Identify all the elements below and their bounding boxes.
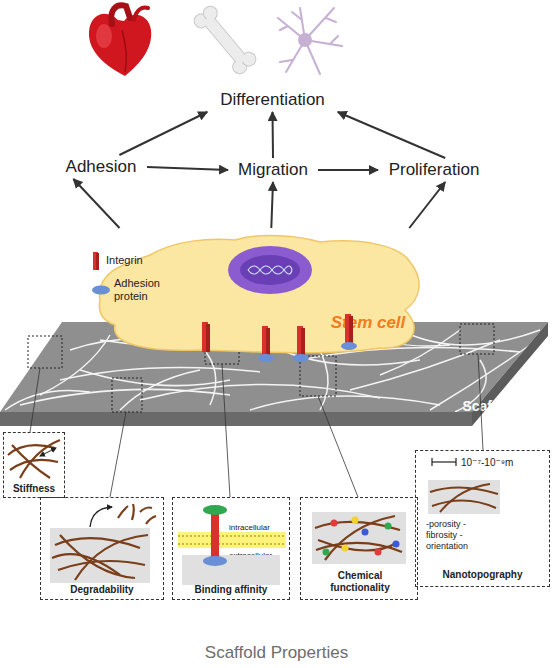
flow-arrow: [272, 112, 275, 158]
bone-icon: [191, 3, 258, 76]
node-label: Stiffness: [4, 483, 64, 495]
chemical-fibers: [315, 516, 402, 560]
functional-groups: [323, 517, 400, 556]
stiffness-fibers: [8, 440, 60, 478]
flow-arrow: [409, 182, 445, 228]
node-label: Scaffold: [445, 398, 535, 415]
process-box: Proliferation: [378, 158, 490, 182]
flow-arrow: [318, 169, 378, 171]
stage-box: Differentiation: [200, 88, 345, 112]
node-label: Nanotopography: [416, 569, 549, 581]
process-box: Adhesion: [55, 155, 147, 179]
node-label: Migration: [228, 158, 318, 182]
flow-arrow: [147, 167, 228, 170]
property-inset: Stiffness: [3, 432, 65, 498]
scale-bar: [432, 458, 456, 466]
node-label: -porosity -fibrosity -orientation: [426, 519, 488, 552]
figure-caption: Scaffold Properties: [0, 643, 553, 663]
node-label: extracellular: [229, 551, 289, 561]
chemical-substrate: [312, 512, 406, 564]
legend-integrin-sample: [93, 252, 99, 270]
neuron-icon: [278, 8, 342, 74]
degradability-substrate: [50, 528, 150, 583]
node-label: Chemical functionality: [315, 570, 405, 594]
node-label: intracellular: [229, 523, 289, 533]
property-inset: Chemical functionality: [300, 497, 418, 600]
node-label: Stem cell: [313, 313, 423, 333]
flow-arrow: [271, 182, 273, 228]
heart-icon: [89, 5, 151, 76]
property-inset: intracellular extracellularBinding affini…: [172, 497, 290, 600]
flow-arrow: [73, 179, 119, 228]
degradability-fibers: [52, 504, 156, 580]
flow-arrow: [338, 112, 445, 158]
nano-substrate: [428, 480, 500, 514]
nano-fibers: [430, 484, 498, 512]
flow-arrow: [119, 112, 207, 155]
legend-label: Integrin: [106, 254, 176, 267]
property-inset: Degradability: [40, 497, 164, 600]
node-label: Proliferation: [378, 158, 490, 182]
integrin-binding: [203, 505, 227, 566]
node-label: Binding affinity: [173, 584, 289, 596]
node-label: Adhesion: [55, 155, 147, 179]
legend-label: Adhesion protein: [114, 277, 166, 303]
node-label: 10⁻⁷-10⁻⁹m: [461, 457, 541, 469]
cell-membrane: [178, 532, 286, 548]
stiffness-arrow: [40, 448, 56, 456]
node-label: Degradability: [41, 584, 163, 596]
process-box: Migration: [228, 158, 318, 182]
node-label: Differentiation: [200, 88, 345, 112]
degradation-arrow: [90, 507, 112, 527]
property-inset: 10⁻⁷-10⁻⁹m -porosity -fibrosity -orientat…: [415, 450, 550, 587]
